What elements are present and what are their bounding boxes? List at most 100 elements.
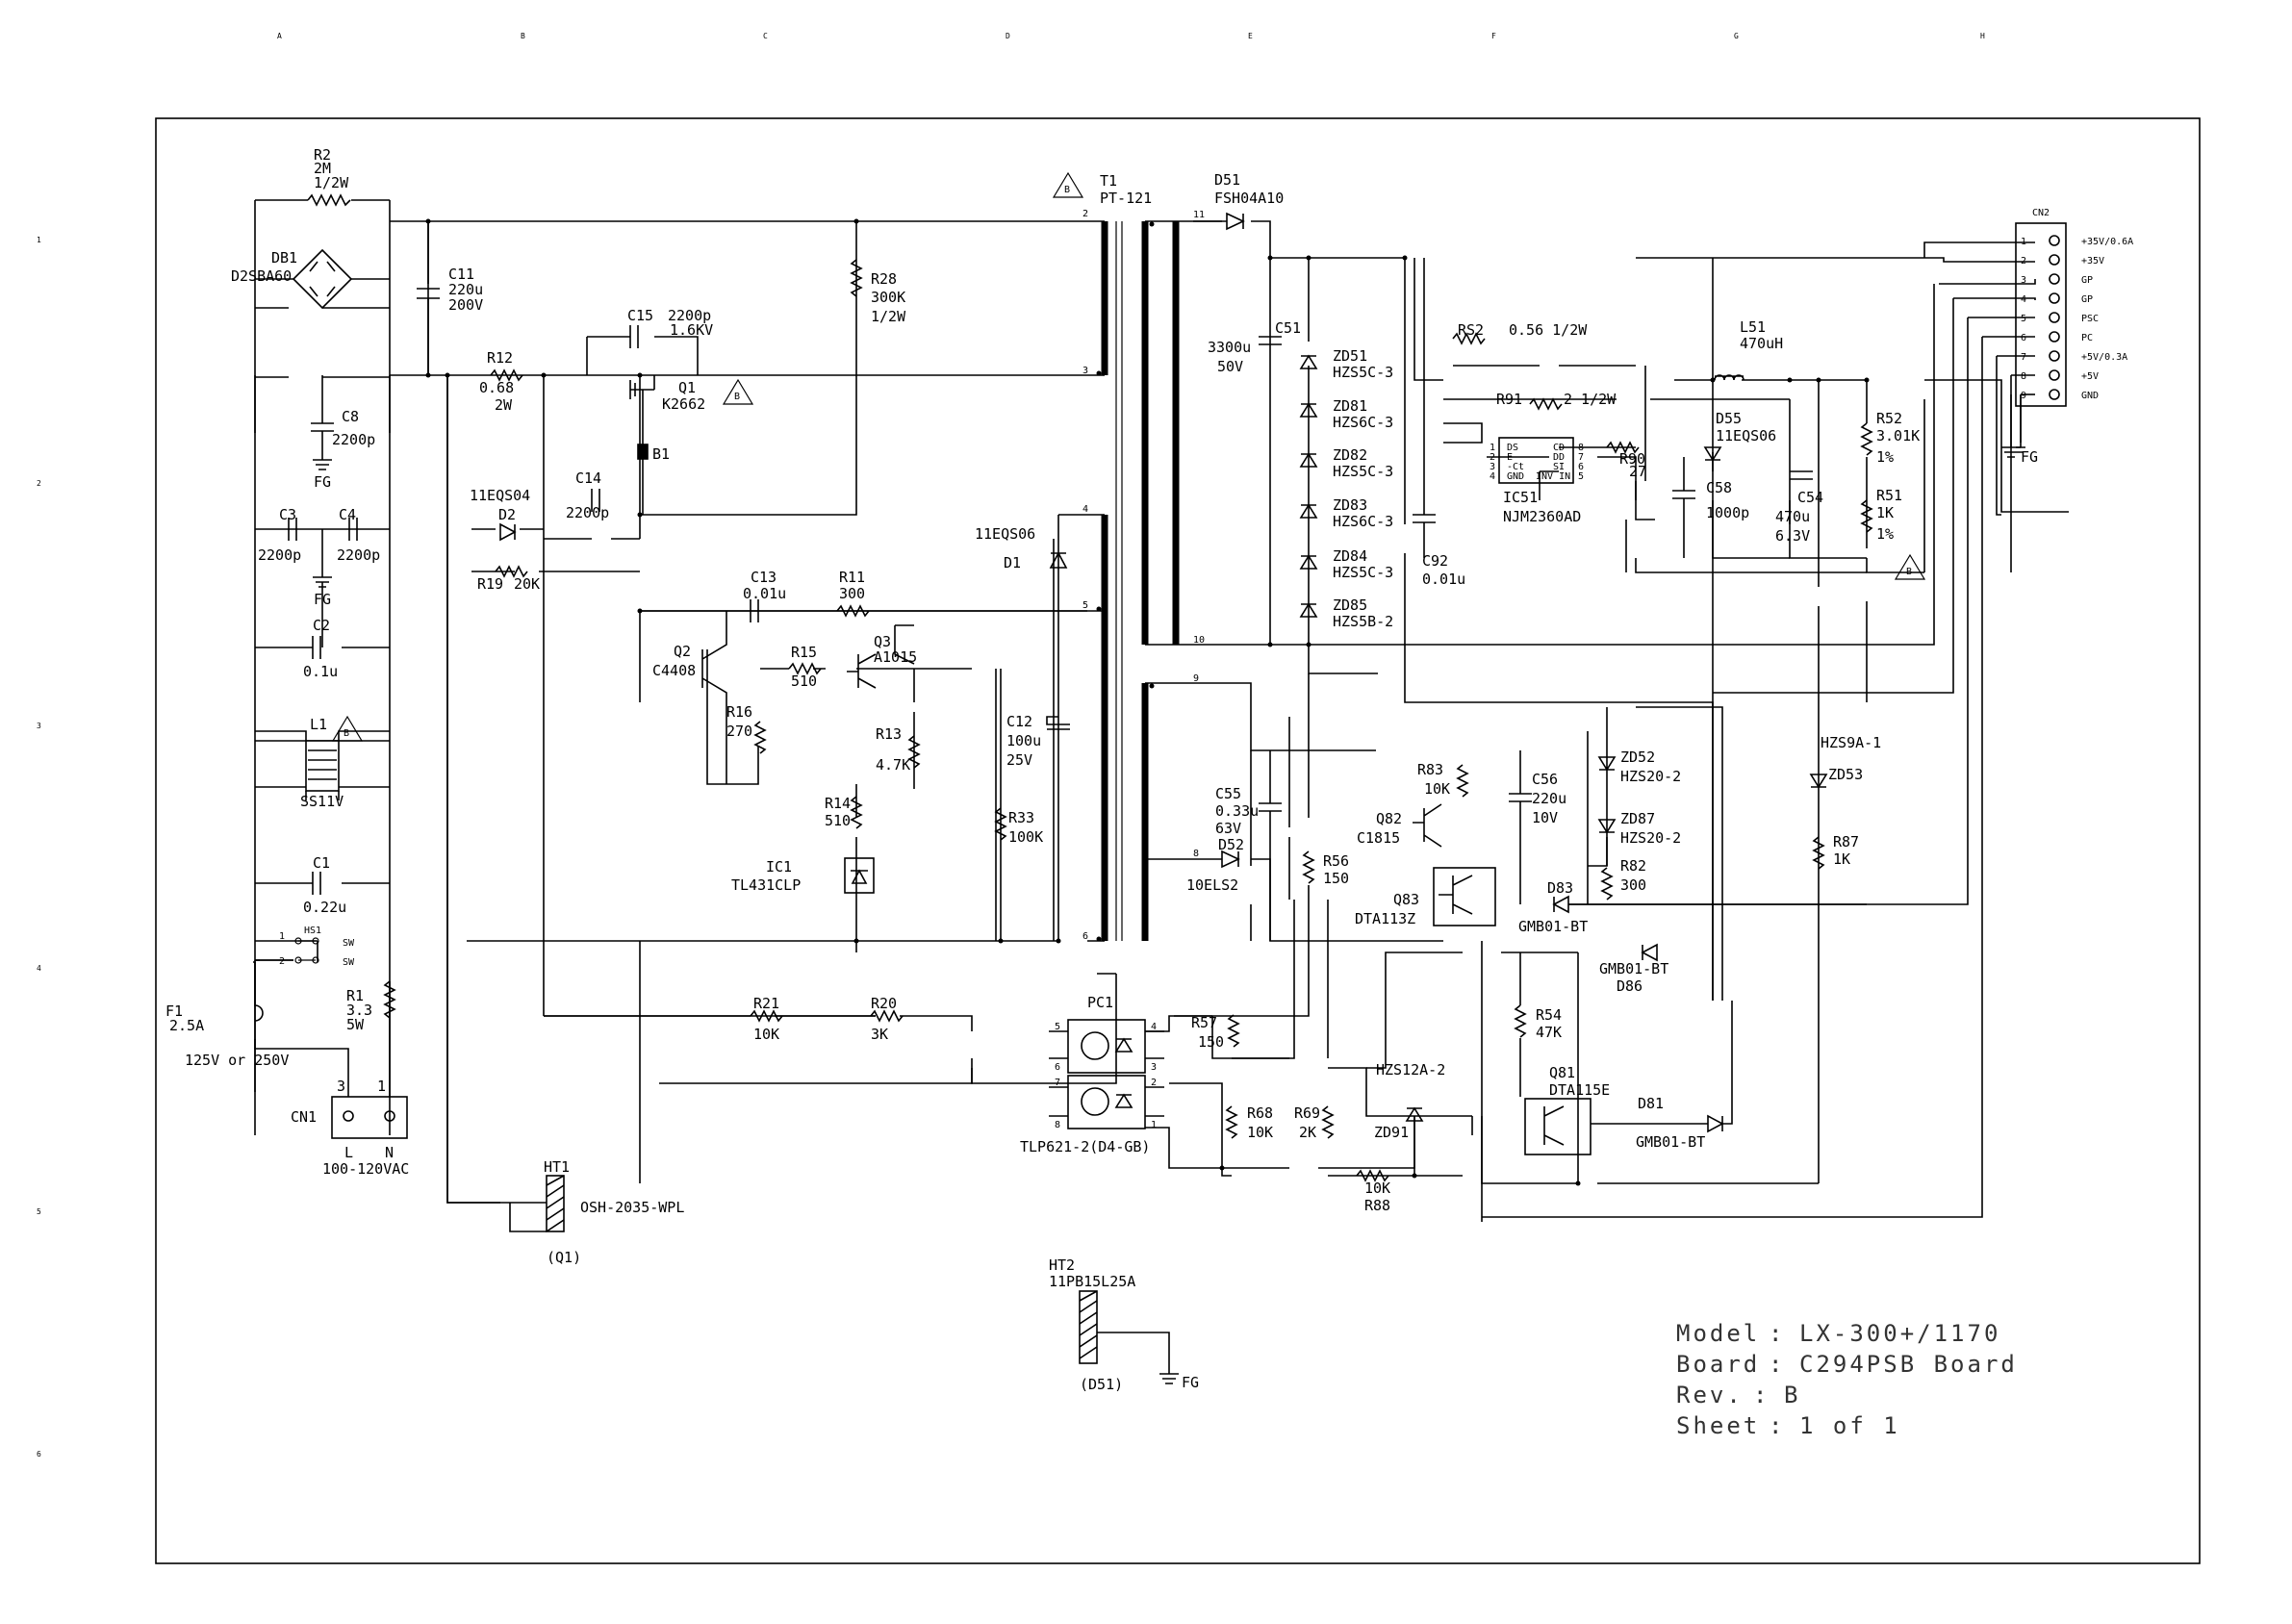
zone-letter: E [1248, 32, 1253, 40]
r88-value: 10K [1364, 1180, 1390, 1197]
r20-value: 3K [871, 1026, 888, 1043]
l51-label: L51 [1740, 318, 1766, 336]
c11-value: 220u [448, 281, 483, 298]
r90-value: 27 [1629, 463, 1646, 480]
title-model-label: Model [1676, 1320, 1760, 1347]
d52-value: 10ELS2 [1186, 876, 1238, 894]
resistor-rs2 [1452, 332, 1486, 345]
safety-mark-label: B [1064, 185, 1070, 195]
c4-value: 2200p [337, 546, 380, 564]
capacitor-c8 [311, 422, 334, 470]
d52-label: D52 [1218, 836, 1244, 853]
c12-rating: 25V [1006, 751, 1032, 769]
zone-number: 5 [37, 1207, 41, 1216]
r12-power: 2W [495, 396, 513, 414]
c13-value: 0.01u [743, 585, 786, 602]
q83-label: Q83 [1393, 891, 1419, 908]
ic51-pin: 7 [1578, 452, 1584, 463]
d1-value: 11EQS06 [975, 525, 1035, 543]
zd82-value: HZS5C-3 [1333, 463, 1393, 480]
ht1-value: OSH-2035-WPL [580, 1199, 684, 1216]
ic51-pin-label: DD [1553, 452, 1565, 463]
transistor-q83 [1433, 867, 1496, 926]
diode-d2 [499, 522, 517, 542]
zone-number: 6 [37, 1450, 41, 1459]
title-sep: : [1769, 1351, 1785, 1378]
capacitor-c15 [629, 325, 639, 348]
c11-label: C11 [448, 266, 474, 283]
zd91-label: ZD91 [1374, 1124, 1409, 1141]
zener-zd53 [1809, 774, 1828, 789]
c8-label: C8 [342, 408, 359, 425]
resistor-r69 [1321, 1105, 1335, 1139]
r54-label: R54 [1536, 1006, 1562, 1024]
r21-value: 10K [753, 1026, 779, 1043]
hs1-pin: 1 [279, 931, 285, 942]
r83-value: 10K [1424, 780, 1450, 798]
winding-pin: 6 [1082, 931, 1088, 942]
r12-label: R12 [487, 349, 513, 367]
resistor-r57 [1227, 1014, 1240, 1048]
r56-label: R56 [1323, 852, 1349, 870]
r15-value: 510 [791, 672, 817, 690]
title-sep: : [1753, 1382, 1770, 1408]
zd85-value: HZS5B-2 [1333, 613, 1393, 630]
resistor-r1 [383, 980, 396, 1019]
shunt-regulator-ic1 [844, 857, 875, 894]
title-sheet-label: Sheet [1676, 1412, 1760, 1439]
ic51-pin: 4 [1490, 471, 1495, 482]
r54-value: 47K [1536, 1024, 1562, 1041]
cn2-label: CN2 [2032, 208, 2050, 218]
diode-d52 [1221, 850, 1240, 869]
ht2-value: 11PB15L25A [1049, 1273, 1135, 1290]
r20-label: R20 [871, 995, 897, 1012]
d1-label: D1 [1004, 554, 1021, 571]
r91-label: R91 [1496, 391, 1522, 408]
resistor-r33 [994, 669, 1007, 941]
capacitor-c92 [1413, 258, 1436, 558]
r28-label: R28 [871, 270, 897, 288]
safety-mark-label: B [734, 392, 740, 402]
q82-label: Q82 [1376, 810, 1402, 827]
resistor-r83 [1456, 764, 1469, 798]
resistor-r28 [850, 259, 863, 297]
l1-label: L1 [310, 716, 327, 733]
zone-markers: A B C D E F G H 1 2 3 4 5 6 [37, 32, 1985, 1459]
zone-number: 1 [37, 236, 41, 244]
ic51-pin-label: DS [1507, 443, 1518, 453]
r16-label: R16 [726, 703, 752, 721]
resistor-r2 [307, 193, 351, 207]
zd83-label: ZD83 [1333, 496, 1367, 514]
ic51-pin-label: GND [1507, 471, 1524, 482]
c55-label: C55 [1215, 785, 1241, 802]
cn2-pin: 8 [2021, 371, 2026, 382]
r19-value: 20K [514, 575, 540, 593]
cn2-pin: 1 [2021, 237, 2026, 247]
fg-label: FG [2021, 448, 2038, 466]
ic51-pin: 8 [1578, 443, 1584, 453]
q1-label: Q1 [678, 379, 696, 396]
r52-tolerance: 1% [1876, 448, 1894, 466]
r68-value: 10K [1247, 1124, 1273, 1141]
connector-cn1 [331, 1096, 408, 1139]
r11-value: 300 [839, 585, 865, 602]
c15-value: 2200p [668, 307, 711, 324]
d81-value: GMB01-BT [1636, 1133, 1705, 1151]
r69-value: 2K [1299, 1124, 1316, 1141]
zd84-value: HZS5C-3 [1333, 564, 1393, 581]
ic51-pin-label: -Ct [1507, 462, 1524, 472]
r57-label: R57 [1191, 1014, 1217, 1031]
r14-value: 510 [825, 812, 851, 829]
c3-label: C3 [279, 506, 296, 523]
diode-d81 [1591, 1001, 1733, 1133]
diode-d55 [1703, 446, 1722, 462]
ht1-label: HT1 [544, 1158, 570, 1176]
diode-d86 [1641, 943, 1658, 962]
fg-label: FG [1182, 1374, 1199, 1391]
resistor-r20 [870, 1009, 904, 1023]
zone-number: 3 [37, 722, 41, 730]
r1-label: R1 [346, 987, 364, 1004]
zd91-value: HZS12A-2 [1376, 1061, 1445, 1078]
